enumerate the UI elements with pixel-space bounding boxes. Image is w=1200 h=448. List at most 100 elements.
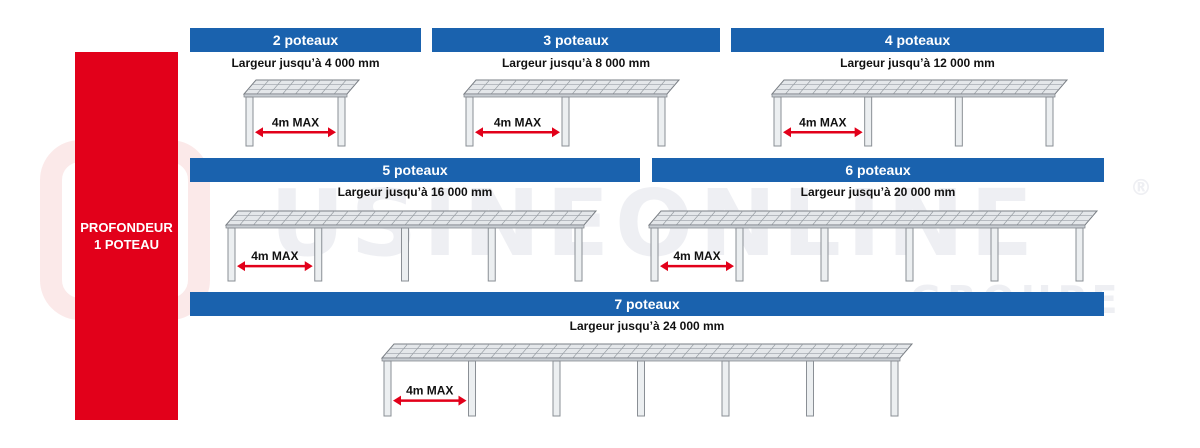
roof-panel-line xyxy=(626,79,639,95)
roof-panel-line xyxy=(893,79,906,95)
roof-panel-line xyxy=(514,210,528,226)
roof-panel-line xyxy=(322,210,335,226)
roof-panel-line xyxy=(962,210,975,226)
roof-panel-line xyxy=(906,79,920,95)
dimension-arrow-head-left xyxy=(660,261,668,272)
roof-panel-line xyxy=(825,210,839,226)
roof-panel-line xyxy=(640,343,654,359)
roof-panel-line xyxy=(446,210,459,226)
roof-panel-line xyxy=(363,210,376,226)
roof-panel-line xyxy=(269,79,283,95)
roof-panel-line xyxy=(377,210,390,226)
roof-panel-line xyxy=(975,210,989,226)
canopy-roof xyxy=(770,79,1069,95)
roof-panel-line xyxy=(1002,210,1016,226)
roof-panel-line xyxy=(708,343,722,359)
dimension-arrow-head-right xyxy=(552,127,560,138)
roof-panel-line xyxy=(886,343,899,359)
config-width-4-posts: Largeur jusqu’à 12 000 mm xyxy=(840,56,995,70)
canopy-post xyxy=(314,227,323,282)
roof-panel-line xyxy=(839,79,852,95)
roof-panel-line xyxy=(335,210,349,226)
roof-panel-line xyxy=(1071,210,1084,226)
dimension-arrow-head-right xyxy=(726,261,734,272)
roof-panel-line xyxy=(946,79,960,95)
roof-panel-line xyxy=(545,343,558,359)
config-width-2-posts: Largeur jusqu’à 4 000 mm xyxy=(231,56,380,70)
roof-panel-line xyxy=(812,210,825,226)
roof-panel-line xyxy=(408,343,422,359)
roof-panel-line xyxy=(989,210,1002,226)
roof-panel-line xyxy=(948,210,962,226)
roof-panel-line xyxy=(558,79,571,95)
roof-panel-line xyxy=(542,210,555,226)
roof-panel-line xyxy=(308,79,321,95)
roof-panel-line xyxy=(490,79,504,95)
canopy-diagram-5-posts: 4m MAX xyxy=(224,210,598,282)
canopy-post xyxy=(954,96,963,147)
roof-panel-line xyxy=(504,79,517,95)
roof-panel-line xyxy=(825,79,839,95)
roof-panel-line xyxy=(586,343,599,359)
roof-panel-line xyxy=(866,79,879,95)
roof-panel-line xyxy=(282,79,295,95)
roof-panel-line xyxy=(473,210,487,226)
roof-panel-line xyxy=(695,343,708,359)
roof-panel-line xyxy=(463,343,477,359)
canopy-post xyxy=(773,96,782,147)
watermark-registered-mark: ® xyxy=(1130,176,1158,201)
canopy-post xyxy=(337,96,346,147)
roof-panel-line xyxy=(933,79,946,95)
roof-panel-line xyxy=(1016,210,1030,226)
roof-panel-line xyxy=(585,79,599,95)
roof-panel-line xyxy=(612,79,626,95)
roof-panel-line xyxy=(432,210,445,226)
config-header-4-posts: 4 poteaux xyxy=(731,28,1104,52)
canopy-post xyxy=(820,227,829,282)
dimension-arrow-head-right xyxy=(458,395,467,406)
roof-panel-line xyxy=(558,343,572,359)
canopy-diagram-3-posts: 4m MAX xyxy=(462,79,681,147)
dimension-arrow-head-left xyxy=(237,261,245,272)
roof-panel-line xyxy=(654,343,667,359)
roof-panel-line xyxy=(703,210,716,226)
config-width-6-posts: Largeur jusqu’à 20 000 mm xyxy=(800,185,956,199)
roof-panel-line xyxy=(572,343,586,359)
roof-panel-line xyxy=(1057,210,1071,226)
roof-panel-line xyxy=(487,210,500,226)
roof-panel-line xyxy=(436,343,449,359)
roof-panel-line xyxy=(395,343,408,359)
roof-panel-line xyxy=(320,79,334,95)
roof-panel-line xyxy=(798,210,812,226)
roof-panel-line xyxy=(599,79,612,95)
roof-panel-line xyxy=(308,210,321,226)
roof-panel-line xyxy=(763,343,776,359)
dimension-arrow-head-left xyxy=(393,395,401,406)
roof-panel-line xyxy=(556,210,569,226)
roof-panel-line xyxy=(569,210,583,226)
canopy-post xyxy=(227,227,236,282)
roof-panel-line xyxy=(736,343,749,359)
roof-panel-line xyxy=(253,210,266,226)
roof-panel-line xyxy=(449,343,463,359)
roof-panel-line xyxy=(730,210,744,226)
canopy-post xyxy=(657,96,666,147)
roof-panel-line xyxy=(256,79,270,95)
canopy-post xyxy=(650,227,659,282)
config-width-7-posts: Largeur jusqu’à 24 000 mm xyxy=(569,319,725,333)
roof-panel-line xyxy=(987,79,1000,95)
roof-panel-line xyxy=(1041,79,1054,95)
roof-panel-line xyxy=(333,79,347,95)
canopy-post xyxy=(806,360,814,417)
roof-panel-line xyxy=(919,79,933,95)
roof-panel-line xyxy=(749,343,763,359)
roof-panel-line xyxy=(518,343,531,359)
roof-panel-line xyxy=(872,343,886,359)
canopy-post xyxy=(864,96,873,147)
roof-panel-line xyxy=(422,343,436,359)
config-header-7-posts: 7 poteaux xyxy=(190,292,1104,316)
dimension-arrow-head-left xyxy=(255,127,263,138)
roof-panel-line xyxy=(866,210,880,226)
canopy-post xyxy=(487,227,496,282)
canopy-post xyxy=(905,227,914,282)
